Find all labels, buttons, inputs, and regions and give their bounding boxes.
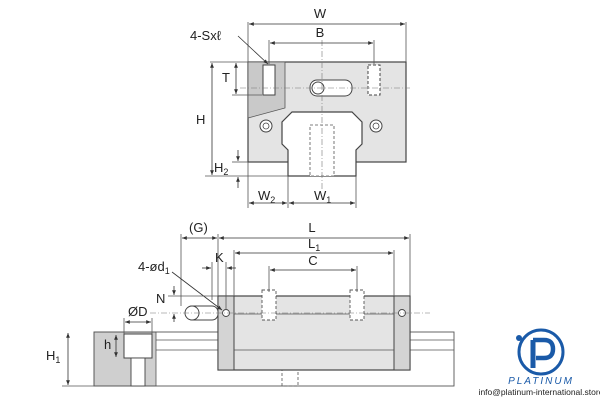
label-n: N <box>156 291 165 306</box>
label-c: C <box>308 253 317 268</box>
label-l1: L1 <box>308 236 320 253</box>
side-hole-left-icon <box>259 119 273 133</box>
brand-url: info@platinum-international.store <box>479 387 600 397</box>
label-d: ØD <box>128 304 148 319</box>
label-k: K <box>215 250 224 265</box>
label-holes: 4-ød1 <box>138 259 170 276</box>
label-h-small: h <box>104 337 111 352</box>
label-t: T <box>222 70 230 85</box>
top-hole-right <box>367 64 381 96</box>
label-screws: 4-Sxℓ <box>190 28 222 43</box>
block-hole-right <box>349 289 365 321</box>
rail-counterbore <box>123 333 153 359</box>
label-l: L <box>308 220 315 235</box>
side-view: (G) L L1 C K 4-ød1 N ØD <box>46 220 455 387</box>
top-hole-left <box>262 64 276 96</box>
brand-logo: PLATINUM info@platinum-international.sto… <box>479 328 600 397</box>
label-w2: W2 <box>258 188 275 205</box>
front-view: W B 4-Sxℓ T H H2 W2 W1 <box>190 6 410 208</box>
carriage-block-side <box>217 295 411 371</box>
block-hole-left <box>261 289 277 321</box>
label-h2: H2 <box>214 160 228 177</box>
label-g: (G) <box>189 220 208 235</box>
label-b: B <box>316 25 325 40</box>
label-h1: H1 <box>46 348 60 365</box>
brand-name: PLATINUM <box>508 376 574 387</box>
label-h: H <box>196 112 205 127</box>
side-hole-right-icon <box>369 119 383 133</box>
platinum-logo-icon <box>517 328 565 376</box>
label-w: W <box>314 6 327 21</box>
end-seal-right <box>393 295 411 371</box>
label-w1: W1 <box>314 188 331 205</box>
